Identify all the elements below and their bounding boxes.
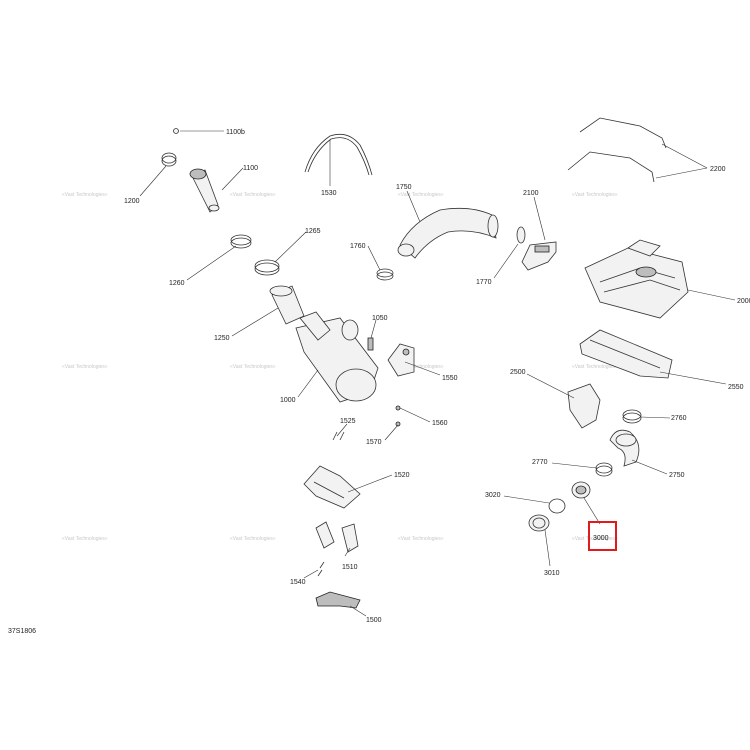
part-label-1530: 1530 xyxy=(321,190,337,197)
part-label-2770: 2770 xyxy=(532,459,548,466)
part-1570-drawing xyxy=(395,421,401,427)
part-1100b-drawing xyxy=(173,128,179,134)
part-2100-drawing xyxy=(521,241,557,271)
part-label-1265: 1265 xyxy=(305,228,321,235)
watermark: «Vast Technologies» xyxy=(230,364,276,370)
part-1750-drawing xyxy=(397,207,499,259)
part-3000-drawing xyxy=(571,481,591,499)
watermark: «Vast Technologies» xyxy=(62,364,108,370)
highlight-box-part-3000 xyxy=(588,521,617,551)
part-1100-drawing xyxy=(189,168,220,213)
part-2500-drawing xyxy=(567,383,601,429)
diagram-code: 37S1806 xyxy=(8,628,36,635)
part-1200-drawing xyxy=(161,152,177,167)
part-label-1510: 1510 xyxy=(342,564,358,571)
part-3010-drawing xyxy=(528,514,550,532)
part-labels: 1100b 1100 1200 1530 1750 2100 2200 1265… xyxy=(124,129,750,624)
part-label-2500: 2500 xyxy=(510,369,526,376)
part-label-1750: 1750 xyxy=(396,184,412,191)
part-label-1760: 1760 xyxy=(350,243,366,250)
part-label-3010: 3010 xyxy=(544,570,560,577)
part-1260-drawing xyxy=(230,234,252,249)
part-label-2100: 2100 xyxy=(523,190,539,197)
part-label-1500: 1500 xyxy=(366,617,382,624)
part-2760-drawing xyxy=(622,409,642,424)
part-label-1000: 1000 xyxy=(280,397,296,404)
part-label-1570: 1570 xyxy=(366,439,382,446)
watermark: «Vast Technologies» xyxy=(230,536,276,542)
watermark: «Vast Technologies» xyxy=(572,536,618,542)
part-1540-drawing xyxy=(317,561,325,577)
watermark: «Vast Technologies» xyxy=(62,536,108,542)
part-1265-drawing xyxy=(254,259,280,276)
part-drawings xyxy=(161,117,689,609)
part-3020-drawing xyxy=(548,498,566,514)
part-1770-drawing xyxy=(516,226,526,244)
part-label-1525: 1525 xyxy=(340,418,356,425)
part-label-2760: 2760 xyxy=(671,415,687,422)
watermark: «Vast Technologies» xyxy=(572,364,618,370)
part-label-1560: 1560 xyxy=(432,420,448,427)
part-1530-drawing xyxy=(304,133,373,176)
part-label-2550: 2550 xyxy=(728,384,744,391)
part-1760-drawing xyxy=(376,268,394,281)
part-label-1540: 1540 xyxy=(290,579,306,586)
part-label-2200: 2200 xyxy=(710,166,726,173)
part-2750-drawing xyxy=(609,429,640,467)
part-1000-drawing xyxy=(295,311,379,403)
part-label-1260: 1260 xyxy=(169,280,185,287)
leader-lines xyxy=(139,130,736,617)
part-1520-drawing xyxy=(303,465,361,509)
part-label-2750: 2750 xyxy=(669,472,685,479)
watermark: «Vast Technologies» xyxy=(572,192,618,198)
part-2000-drawing xyxy=(584,239,689,319)
part-label-1100: 1100 xyxy=(243,165,258,172)
part-1525-drawing xyxy=(332,431,345,441)
part-2770-drawing xyxy=(595,462,613,477)
part-1250-drawing xyxy=(269,285,305,325)
watermark: «Vast Technologies» xyxy=(398,364,444,370)
part-1560-drawing xyxy=(395,405,401,411)
part-label-1250: 1250 xyxy=(214,335,230,342)
watermark: «Vast Technologies» xyxy=(230,192,276,198)
part-label-1100b: 1100b xyxy=(226,129,245,136)
watermark: «Vast Technologies» xyxy=(62,192,108,198)
part-label-1050: 1050 xyxy=(372,315,388,322)
watermark: «Vast Technologies» xyxy=(398,536,444,542)
part-label-1550: 1550 xyxy=(442,375,458,382)
part-2200-drawing xyxy=(567,117,667,183)
part-label-1200: 1200 xyxy=(124,198,140,205)
watermarks: «Vast Technologies» «Vast Technologies» … xyxy=(62,192,618,542)
part-1550-drawing xyxy=(387,343,415,377)
part-label-1520: 1520 xyxy=(394,472,410,479)
part-1050-drawing xyxy=(367,337,374,351)
part-1500-drawing xyxy=(315,591,361,609)
part-label-3020: 3020 xyxy=(485,492,501,499)
watermark: «Vast Technologies» xyxy=(398,192,444,198)
part-label-1770: 1770 xyxy=(476,279,492,286)
part-2550-drawing xyxy=(579,329,673,379)
part-label-2000: 2000 xyxy=(737,298,750,305)
part-1510-drawing xyxy=(315,521,359,553)
part-label-3000: 3000 xyxy=(593,535,609,542)
